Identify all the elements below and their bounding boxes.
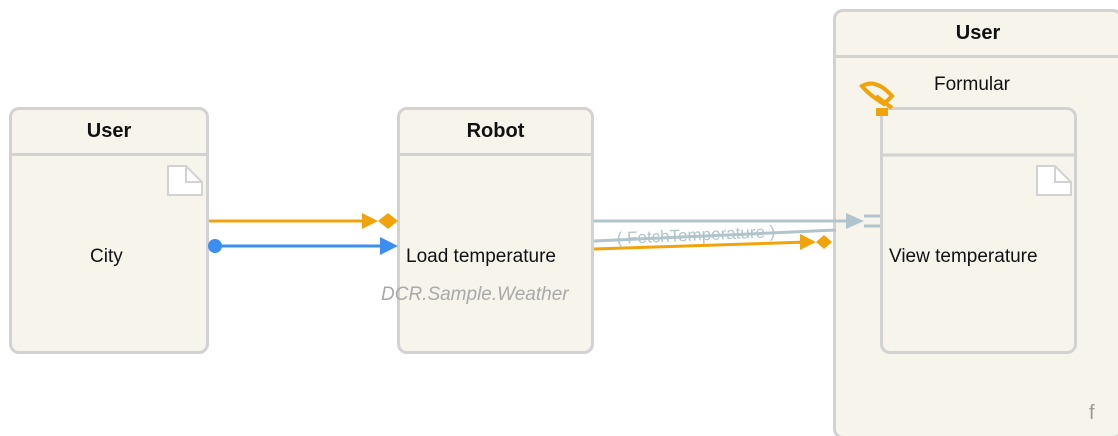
formular-group-label: Formular bbox=[934, 74, 1011, 95]
event-load-role: Robot bbox=[400, 110, 591, 156]
formular-footer-glyph: f bbox=[1089, 402, 1095, 424]
event-load-label: Load temperature bbox=[406, 246, 556, 267]
event-view-label: View temperature bbox=[889, 246, 1038, 267]
document-corner-icon bbox=[1036, 165, 1072, 196]
subprocess-label: DCR.Sample.Weather bbox=[381, 284, 569, 305]
formular-group-role: User bbox=[836, 12, 1118, 58]
include-arrow-load-view[interactable] bbox=[593, 213, 880, 243]
condition-arrow-city-load[interactable] bbox=[209, 213, 398, 229]
event-view-temperature[interactable]: View temperature bbox=[880, 107, 1077, 354]
document-corner-icon bbox=[167, 165, 203, 196]
event-load-temperature[interactable]: Robot Load temperature bbox=[397, 107, 594, 354]
condition-arrow-load-view[interactable] bbox=[593, 234, 832, 251]
telescope-icon bbox=[859, 81, 895, 116]
data-arrow-city-load[interactable] bbox=[208, 237, 398, 255]
event-city[interactable]: User City bbox=[9, 107, 209, 354]
event-city-label: City bbox=[90, 246, 123, 267]
event-city-role: User bbox=[12, 110, 206, 156]
